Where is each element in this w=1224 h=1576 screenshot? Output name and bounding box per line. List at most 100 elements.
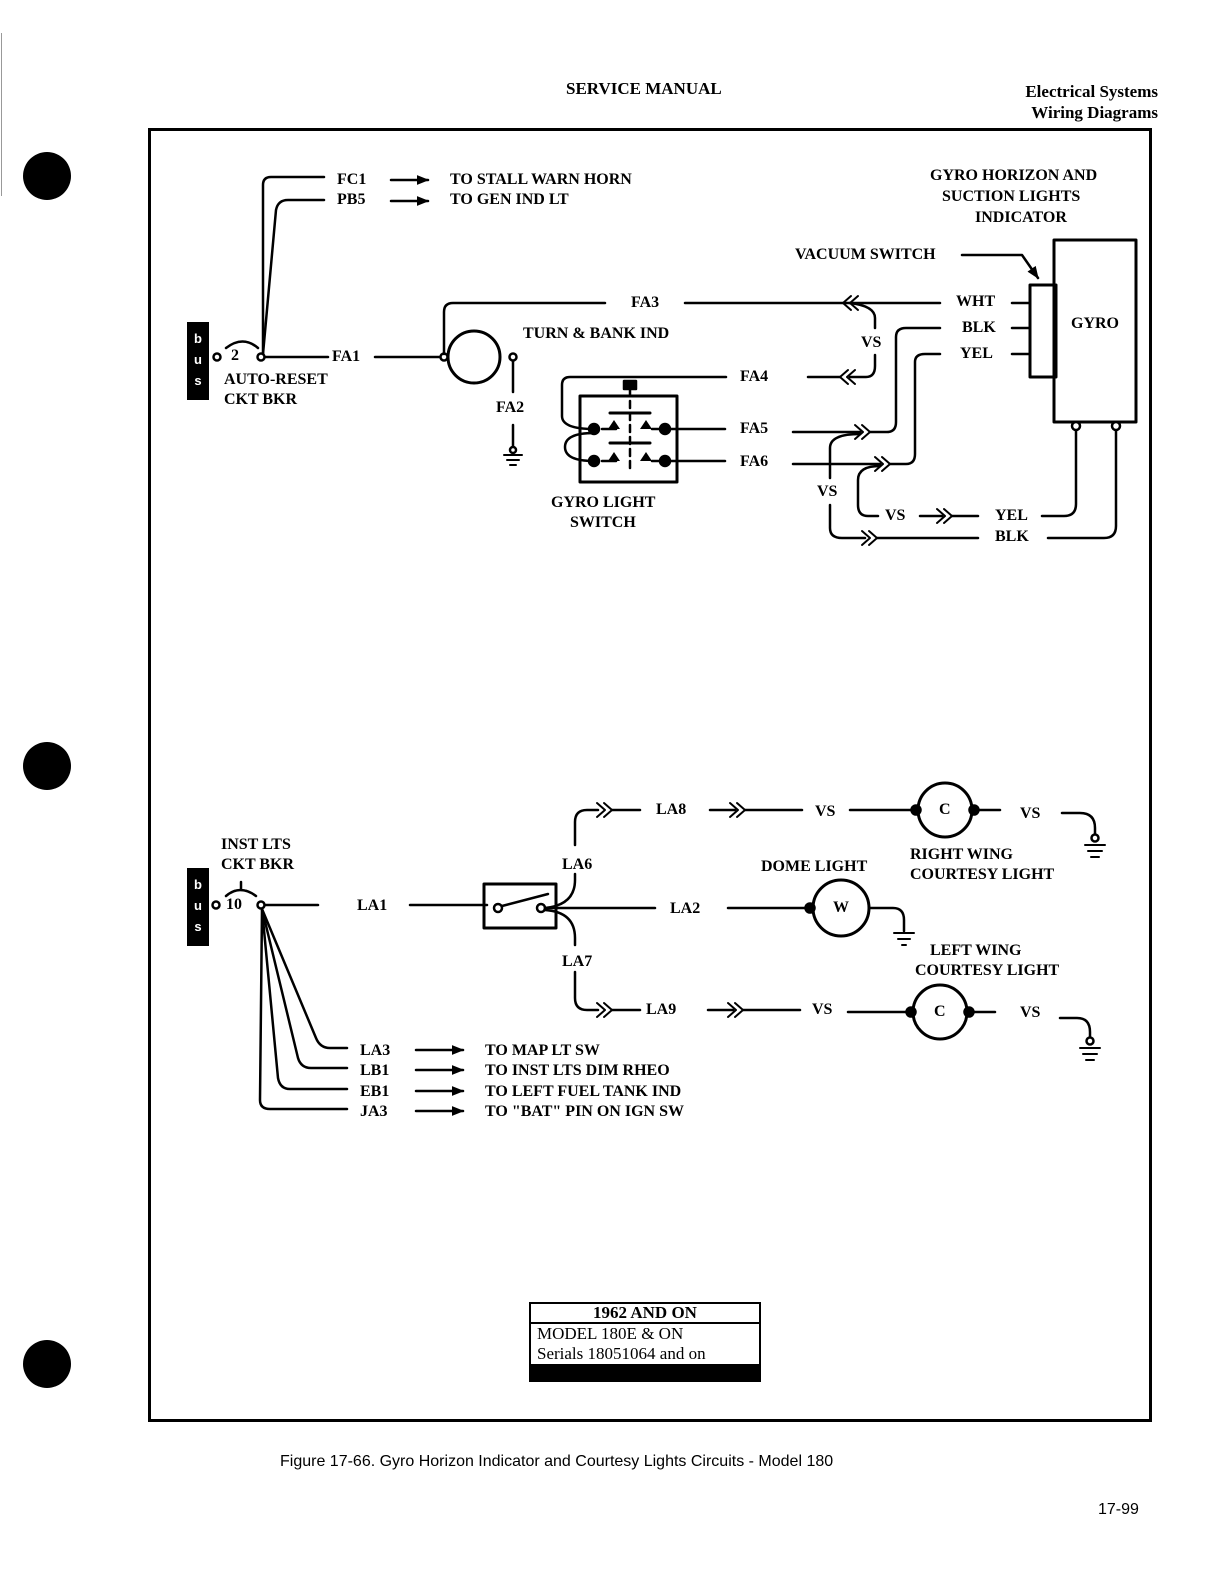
return-label-yel: YEL	[995, 507, 1028, 524]
wire-ja3	[258, 907, 349, 1111]
terminal	[1070, 420, 1082, 432]
wire-vs	[828, 432, 862, 480]
dome-symbol: W	[833, 899, 849, 916]
destination-ja3: TO "BAT" PIN ON IGN SW	[485, 1103, 684, 1120]
destination-eb1: TO LEFT FUEL TANK IND	[485, 1083, 682, 1100]
wire-label-eb1: EB1	[360, 1083, 390, 1100]
page-number: 17-99	[1098, 1501, 1139, 1518]
bus-bar-lower: b u s	[187, 868, 209, 946]
diagram-frame	[148, 128, 1152, 1422]
wire-la6	[573, 808, 600, 847]
breaker-label: AUTO-RESET	[224, 371, 328, 388]
indicator-title: SUCTION LIGHTS	[942, 188, 1081, 205]
wire-label-fa3: FA3	[631, 294, 660, 311]
destination-la3: TO MAP LT SW	[485, 1042, 600, 1059]
bus-letter: b	[194, 331, 202, 346]
right-wing-label: COURTESY LIGHT	[910, 866, 1055, 883]
vs-label: VS	[812, 1001, 833, 1018]
figure-caption: Figure 17-66. Gyro Horizon Indicator and…	[280, 1453, 834, 1470]
switch-blade	[500, 892, 550, 908]
vs-label: VS	[1020, 1004, 1041, 1021]
gyro-switch-label: SWITCH	[570, 514, 636, 531]
wire-label-la9: LA9	[646, 1001, 677, 1018]
breaker-title: INST LTS	[221, 836, 291, 853]
wire-vs	[828, 503, 867, 540]
breaker-terminal	[211, 900, 221, 910]
wire-yel-return	[1040, 428, 1078, 518]
breaker-arc	[224, 340, 260, 350]
wire-label-la6: LA6	[562, 856, 593, 873]
wire-label-fa1: FA1	[332, 348, 361, 365]
bus-letter: u	[194, 898, 202, 913]
wire-yel	[888, 352, 942, 466]
destination-pb5: TO GEN IND LT	[450, 191, 569, 208]
ground-icon	[1084, 833, 1106, 858]
wire-label-lb1: LB1	[360, 1062, 390, 1079]
left-wing-label: COURTESY LIGHT	[915, 962, 1060, 979]
wire-fc1	[261, 175, 326, 356]
turn-bank-indicator	[446, 329, 502, 385]
bus-letter: u	[194, 352, 202, 367]
wire-label-ja3: JA3	[360, 1103, 388, 1120]
wire-label-la7: LA7	[562, 953, 593, 970]
ground-icon	[893, 932, 915, 946]
wire-label-la1: LA1	[357, 897, 388, 914]
indicator-title: INDICATOR	[975, 209, 1067, 226]
gyro-label: GYRO	[1071, 315, 1119, 332]
vs-label: VS	[861, 334, 882, 351]
breaker-label: CKT BKR	[224, 391, 298, 408]
breaker-number: 2	[231, 347, 239, 364]
breaker-title: CKT BKR	[221, 856, 295, 873]
destination-fc1: TO STALL WARN HORN	[450, 171, 632, 188]
turn-bank-label: TURN & BANK IND	[523, 325, 670, 342]
gyro-light-switch	[578, 394, 679, 484]
breaker-terminal	[212, 352, 222, 362]
wire-ground	[1060, 811, 1097, 836]
switch-poles	[587, 420, 672, 468]
wire-label-la8: LA8	[656, 801, 687, 818]
wire-ground	[1058, 1016, 1092, 1039]
vacuum-switch-label: VACUUM SWITCH	[795, 246, 936, 263]
wire-lb1	[260, 907, 349, 1070]
wire-label-fa6: FA6	[740, 453, 769, 470]
binder-hole-top	[23, 152, 71, 200]
wire-la3	[260, 907, 349, 1050]
breaker-terminal	[256, 900, 266, 910]
wire-label-pb5: PB5	[337, 191, 366, 208]
vacuum-switch-pointer	[960, 253, 1040, 280]
courtesy-symbol: C	[934, 1003, 946, 1020]
bus-bar-upper: b u s	[187, 322, 209, 400]
indicator-title: GYRO HORIZON AND	[930, 167, 1098, 184]
effectivity-model: MODEL 180E & ON	[537, 1324, 684, 1343]
switch-jumper	[563, 431, 596, 463]
effectivity-year: 1962 AND ON	[531, 1304, 759, 1324]
right-wing-label: RIGHT WING	[910, 846, 1013, 863]
wire-ground	[867, 906, 906, 933]
wire-label-la2: LA2	[670, 900, 701, 917]
breaker-number: 10	[226, 896, 242, 913]
bus-letter: s	[194, 373, 202, 388]
wire-vs	[848, 353, 877, 379]
wire-fa3	[442, 301, 607, 356]
wire-la7	[573, 970, 600, 1012]
gyro-unit	[1052, 238, 1138, 424]
vacuum-switch	[1028, 283, 1058, 379]
ground-icon	[1079, 1036, 1101, 1061]
wire-label-fa4: FA4	[740, 368, 769, 385]
vs-label: VS	[815, 803, 836, 820]
switch-contacts	[608, 411, 652, 445]
gyro-pins	[1010, 301, 1032, 356]
wire-la6	[543, 872, 577, 910]
margin-line	[1, 33, 2, 196]
vs-label: VS	[885, 507, 906, 524]
pin-label-blk: BLK	[962, 319, 996, 336]
ground-icon	[503, 445, 523, 466]
wire-eb1	[260, 907, 349, 1091]
dome-light-label: DOME LIGHT	[761, 858, 868, 875]
wire-vs	[848, 301, 877, 330]
wire-pb5	[261, 198, 326, 356]
header-title: SERVICE MANUAL	[566, 79, 722, 98]
terminal	[1110, 420, 1122, 432]
effectivity-serials: Serials 18051064 and on	[537, 1344, 706, 1363]
